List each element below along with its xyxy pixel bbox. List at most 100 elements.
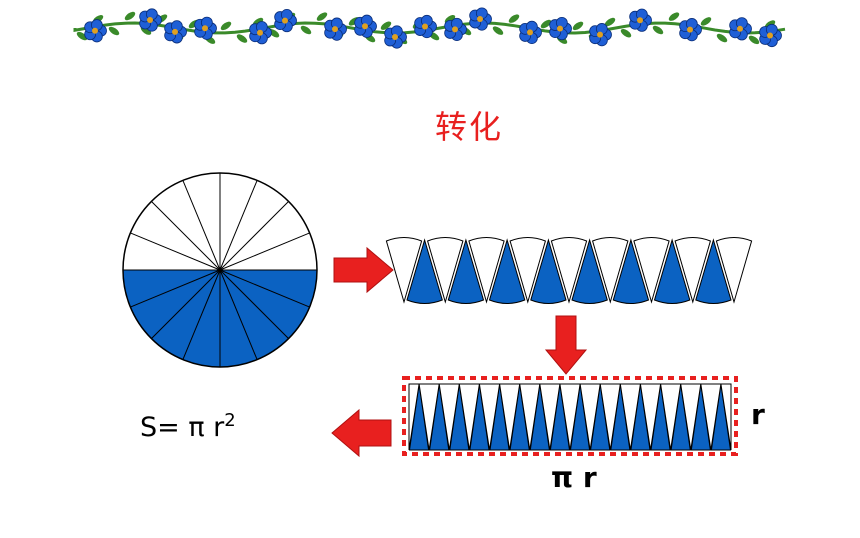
vine-leaf — [380, 21, 392, 30]
approximate-rectangle — [402, 376, 738, 456]
rect-sector-white — [519, 383, 541, 451]
strip-sector-white — [426, 237, 464, 304]
rect-sector-white — [599, 383, 621, 451]
flower-icon — [759, 23, 782, 48]
vine-leaf — [652, 25, 664, 35]
flower-center — [452, 26, 458, 33]
rect-sector-white — [418, 383, 440, 451]
divided-circle — [122, 172, 318, 368]
strip-sector-white — [674, 237, 712, 304]
arrow-down-shape — [544, 315, 588, 375]
arrow-right-icon — [333, 246, 394, 294]
vine-leaf — [76, 31, 88, 41]
flower-icon — [324, 17, 347, 41]
flower-icon — [249, 21, 272, 45]
circle-sector-line — [130, 232, 221, 271]
strip-sector-blue — [447, 238, 485, 304]
rect-sector-white — [619, 383, 641, 451]
circle-sector-line — [219, 269, 289, 339]
flower-center — [597, 31, 603, 38]
rect-sector-white — [478, 383, 501, 451]
arrow-down-icon — [544, 315, 588, 375]
vine-leaf — [300, 25, 312, 35]
rect-sector-white — [408, 383, 420, 451]
flower-icon — [444, 17, 467, 42]
flower-center — [527, 29, 533, 36]
strip-sector-white — [715, 237, 753, 304]
flower-center — [637, 17, 643, 24]
circle-sector-line — [182, 269, 221, 360]
vine-leaf — [716, 33, 728, 43]
flower-icon — [414, 14, 437, 39]
strip-sector-blue — [488, 238, 526, 304]
strip-sector-white — [633, 237, 670, 304]
rect-sector-white — [720, 383, 732, 451]
flower-icon — [354, 14, 377, 38]
flower-icon — [629, 8, 652, 32]
flower-center — [92, 27, 98, 34]
flower-center — [737, 25, 743, 32]
strip-sector-blue — [612, 238, 650, 304]
circle-sector-line — [219, 180, 258, 271]
flower-center — [557, 25, 563, 32]
flower-icon — [139, 8, 162, 32]
vine-leaf — [540, 19, 552, 29]
vine-leaf — [508, 14, 520, 23]
flower-icon — [274, 8, 297, 33]
label-height-r: r — [751, 398, 765, 431]
vine-leaf — [572, 21, 584, 31]
strip-sector-white — [468, 237, 505, 304]
vine-leaf — [492, 26, 504, 35]
flower-center — [687, 26, 693, 33]
flower-center — [202, 25, 208, 32]
flower-icon — [384, 25, 407, 49]
circle-sector-line — [151, 201, 221, 271]
flower-center — [147, 17, 153, 24]
rect-sector-white — [458, 383, 480, 451]
rect-sector-white — [660, 383, 682, 451]
flower-center — [422, 23, 428, 30]
flower-icon — [164, 20, 187, 44]
arrow-left-shape — [331, 408, 392, 458]
strip-sector-blue — [653, 238, 691, 304]
strip-sector-white — [509, 237, 547, 304]
strip-sector-blue — [406, 238, 443, 304]
circle-sector-line — [182, 180, 221, 271]
rect-sector-white — [680, 383, 702, 451]
vine-leaf — [668, 12, 680, 21]
rect-sector-white — [438, 383, 460, 451]
flower-center — [477, 16, 483, 23]
rearranged-sector-strip — [385, 237, 753, 304]
flower-icon — [469, 7, 492, 31]
flower-center — [332, 26, 338, 33]
flower-icon — [729, 17, 752, 41]
label-width-pi-r: π r — [551, 461, 597, 494]
circle-sector-line — [219, 269, 310, 308]
flower-icon — [679, 18, 702, 42]
vine-leaf — [316, 12, 328, 21]
strip-sector-white — [550, 237, 588, 304]
strip-sector-blue — [695, 238, 732, 304]
circle-outline — [122, 172, 318, 368]
vine-leaf — [236, 34, 248, 43]
vine-leaf — [620, 28, 632, 38]
arrow-right-shape — [333, 246, 394, 294]
circle-sector-line — [151, 269, 221, 339]
strip-sector-blue — [530, 238, 567, 304]
flower-icon — [84, 19, 107, 43]
vine-leaf — [108, 26, 120, 36]
area-formula: S= π r2 — [140, 410, 236, 443]
circle-sector-line — [219, 269, 258, 360]
vine-leaf — [604, 17, 616, 27]
flower-center — [767, 32, 773, 39]
flower-center — [172, 28, 178, 35]
strip-sector-white — [385, 237, 423, 304]
circle-sector-line — [219, 201, 289, 271]
flower-center — [392, 33, 398, 40]
flower-icon — [589, 23, 612, 47]
rect-dashed-border — [402, 376, 738, 456]
vine-leaf — [124, 11, 136, 21]
vine-leaf — [700, 17, 712, 26]
flower-center — [257, 29, 263, 36]
